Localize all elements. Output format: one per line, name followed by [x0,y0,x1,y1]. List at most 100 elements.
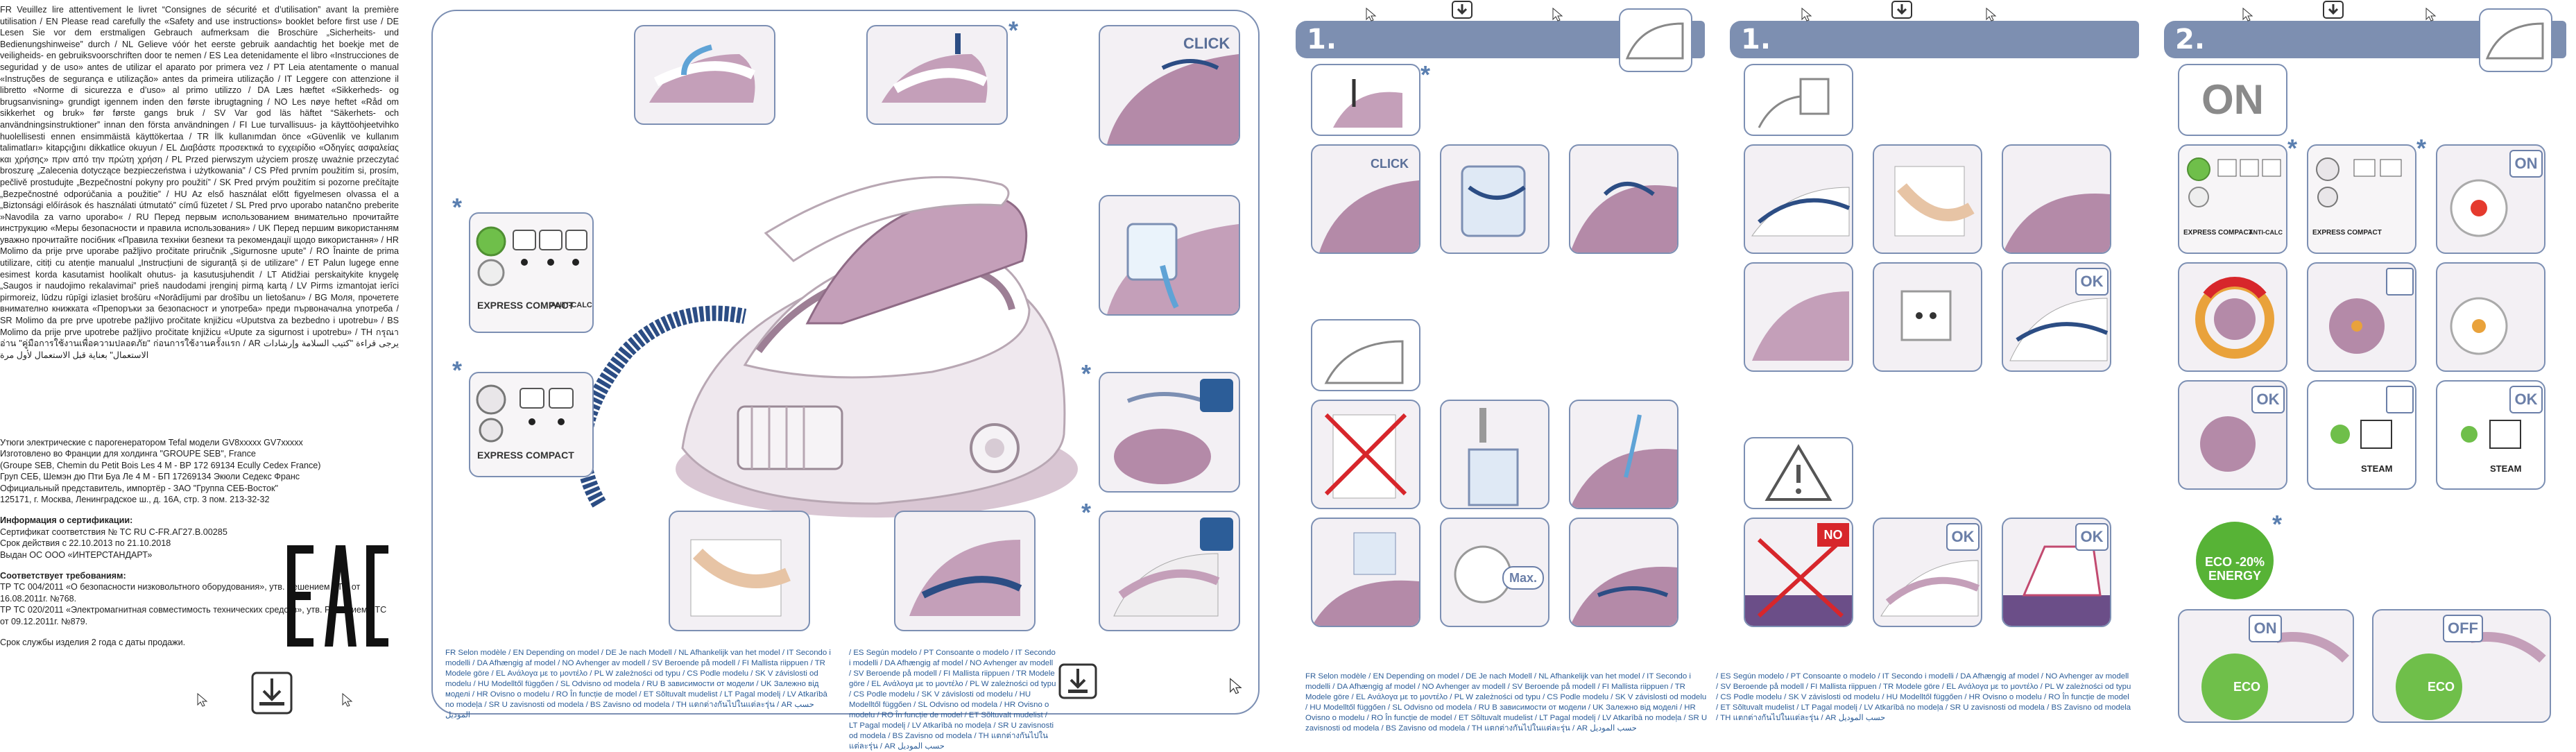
ok-badge: OK [1946,523,1980,551]
plug-in-thumb [1744,64,1853,136]
close-tank-thumb [1569,518,1678,627]
model-label: EXPRESS COMPACT [477,300,574,311]
cursor-icon [2242,7,2253,22]
step-header-1b: 1. [1730,21,2139,58]
off-badge: OFF [2443,615,2483,642]
hourglass-icon [2386,386,2414,413]
depending-on-model-left: FR Selon modèle / EN Depending on model … [1305,672,1708,733]
manual-download-icon[interactable] [248,670,295,716]
control-panel-graphic [476,226,587,287]
cursor-icon [1986,7,1997,22]
depending-on-model-right: / ES Según modelo / PT Consoante o model… [1716,672,2131,722]
ready-thumb: OK [2002,262,2111,372]
asterisk-icon: * [1081,359,1092,388]
eco-label: ECO [2233,680,2261,694]
asterisk-icon: * [452,356,463,384]
overview-panel: EXPRESS COMPACT ANTI-CALC * EXPRESS COMP… [431,10,1260,751]
safety-instructions-text: FR Veuillez lire attentivement le livret… [0,5,399,360]
iron-icon-thumb [1619,8,1692,72]
download-icon[interactable] [1057,662,1099,701]
click-label: CLICK [1371,157,1409,171]
click-step-thumb: CLICK [1311,144,1420,254]
steam-label: STEAM [2490,463,2522,474]
panel-basic-thumb: EXPRESS COMPACT [2307,144,2416,254]
hourglass-icon [2386,268,2414,296]
depending-on-model-right: / ES Según modelo / PT Consoante o model… [849,649,1056,751]
cursor-icon [1230,678,1242,694]
fill-water-illustration [634,25,775,125]
temperature-dial-thumb [2178,262,2287,372]
certification-body: Сертификат соответствия № ТС RU C-FR.AГ2… [0,527,227,560]
step-number: 1. [1307,24,1337,55]
requirements-title: Соответствует требованиям: [0,571,126,581]
base-thumb [1744,262,1853,372]
max-label: Max. [1502,566,1544,590]
cursor-icon [342,692,353,707]
press-on-thumb: ON [2436,144,2545,254]
depending-on-model-left: FR Selon modèle / EN Depending on model … [445,649,831,719]
on-badge: ON [2249,615,2282,642]
anticalc-label: ANTI-CALC [551,301,592,309]
on-big-label: ON [2201,76,2264,123]
dial-ok-thumb: OK [2178,380,2287,490]
iron-board-thumb: OK [2002,518,2111,627]
no-vertical-thumb: NO [1744,518,1853,627]
steam-label: STEAM [2361,463,2393,474]
download-icon[interactable] [1450,0,1475,21]
step-number: 2. [2175,24,2206,55]
asterisk-icon: * [1008,16,1019,44]
asterisk-icon: * [2272,510,2283,538]
pour-water-illustration [1099,195,1240,316]
warning-thumb [1744,437,1853,509]
steam-blink-thumb: STEAM [2307,380,2416,490]
download-icon[interactable] [1889,0,1914,21]
fill-tank-thumb [1569,400,1678,509]
asterisk-icon: * [1420,60,1431,89]
no-badge: NO [1817,523,1849,547]
ok-badge: OK [2251,386,2285,413]
store-iron-illustration [1099,511,1240,631]
steam-ready-thumb: OK STEAM [2436,380,2545,490]
press-button-illustration [866,25,1008,125]
certification-title: Информация о сертификации: [0,515,133,526]
control-panel-basic: EXPRESS COMPACT [469,372,594,477]
eco-off-thumb: ECO OFF [2372,609,2551,723]
tank-icon [1200,379,1233,412]
cursor-icon [1552,7,1563,22]
cursor-icon [197,692,208,707]
tap-water-thumb [1440,400,1549,509]
eco-on-thumb: ECO ON [2178,609,2354,723]
steam-generator-illustration [576,176,1078,518]
model-label: EXPRESS COMPACT [477,450,574,461]
max-level-thumb: Max. [1440,518,1549,627]
tank-remove-thumb [1569,144,1678,254]
asterisk-icon: * [2416,134,2427,162]
control-panel-anticalc: EXPRESS COMPACT ANTI-CALC [469,212,594,333]
click-label: CLICK [1183,35,1230,52]
eco-energy-text: ECO -20% ENERGY [2204,555,2265,583]
eac-logo [287,545,388,647]
on-big-label-box: ON [2178,64,2287,136]
unwind-cable-thumb [1873,144,1982,254]
lock-iron-illustration [894,511,1036,631]
model-label: EXPRESS COMPACT [2183,229,2253,237]
ok-badge: OK [2075,523,2109,551]
cursor-icon [1801,7,1812,22]
download-icon[interactable] [2321,0,2346,21]
model-label: EXPRESS COMPACT [2312,229,2382,237]
release-thumb [2002,144,2111,254]
ok-badge: OK [2075,268,2109,296]
asterisk-icon: * [452,193,463,221]
pour-thumb [1311,518,1420,627]
cursor-icon [2425,7,2437,22]
eco-label: ECO [2428,680,2455,694]
ok-badge: OK [2509,386,2543,413]
heating-thumb [2307,262,2416,372]
product-info: Утюги электрические с парогенератором Te… [0,438,321,505]
iron-rest-thumb [1311,319,1420,391]
click-tank-illustration: CLICK [1099,25,1240,146]
iron-icon-thumb [2479,8,2552,72]
storage-icon [1200,518,1233,551]
eco-energy-badge: ECO -20% ENERGY [2196,522,2274,599]
